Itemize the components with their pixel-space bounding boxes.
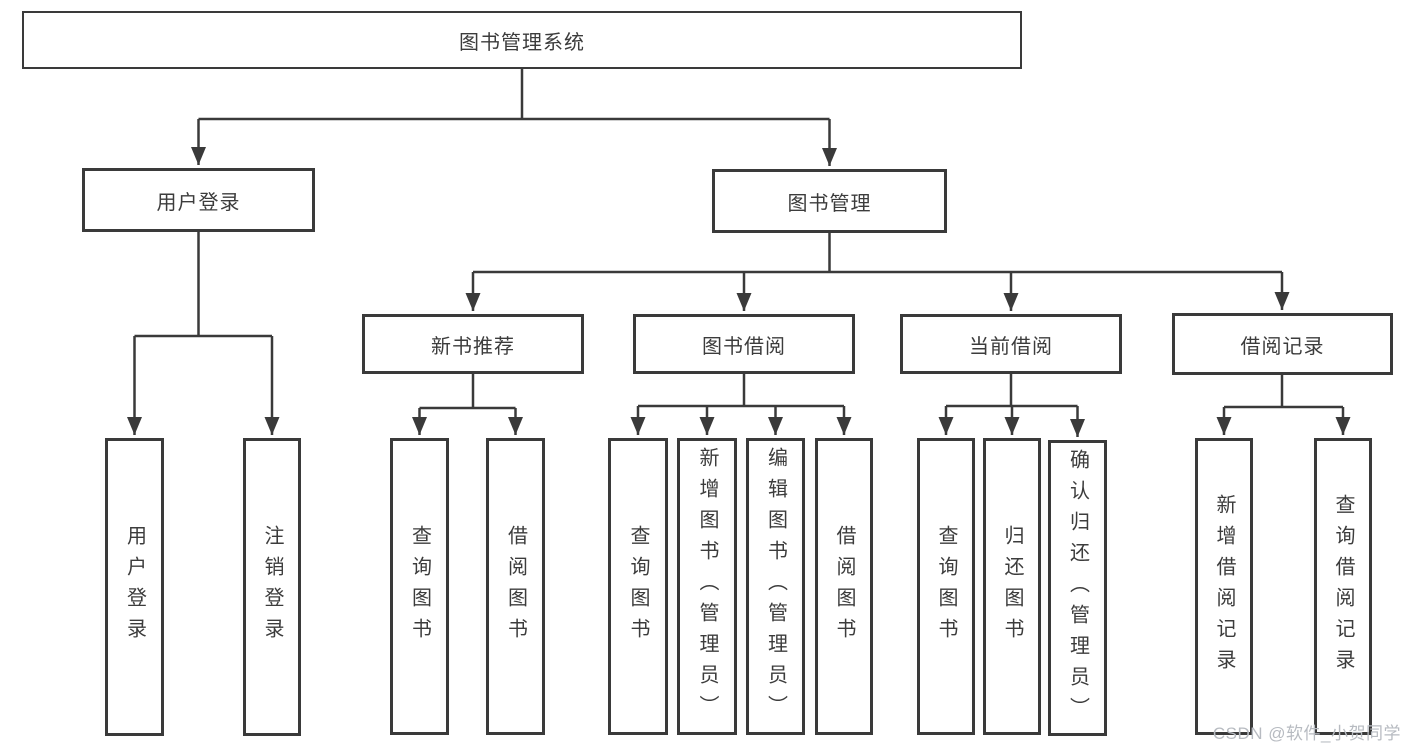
leaf-borrow-books-2: 借阅图书 [815, 438, 873, 735]
leaf-query-borrow-record: 查询借阅记录 [1314, 438, 1372, 735]
node-label: 新增借阅记录 [1213, 493, 1235, 680]
leaf-query-books-2: 查询图书 [608, 438, 668, 735]
node-label: 图书管理系统 [459, 31, 585, 54]
leaf-query-books-1: 查询图书 [390, 438, 449, 735]
node-label: 新增图书（管理员） [696, 447, 718, 726]
node-library-management-system: 图书管理系统 [22, 11, 1022, 69]
node-label: 查询图书 [627, 524, 649, 649]
node-label: 确认归还（管理员） [1066, 449, 1089, 728]
leaf-edit-books-admin: 编辑图书（管理员） [746, 438, 805, 735]
node-label: 新书推荐 [431, 335, 515, 358]
node-label: 归还图书 [1001, 524, 1023, 649]
node-label: 当前借阅 [969, 335, 1053, 358]
node-label: 借阅图书 [504, 524, 527, 649]
node-new-book-recommend: 新书推荐 [362, 314, 584, 374]
node-user-login: 用户登录 [82, 168, 315, 232]
node-book-management: 图书管理 [712, 169, 947, 233]
node-book-borrow: 图书借阅 [633, 314, 855, 374]
node-current-borrow: 当前借阅 [900, 314, 1122, 374]
leaf-add-borrow-record: 新增借阅记录 [1195, 438, 1253, 735]
node-label: 注销登录 [261, 525, 283, 649]
node-label: 查询图书 [408, 524, 431, 649]
csdn-watermark: CSDN @软件_小贺同学 [1212, 724, 1401, 743]
node-label: 编辑图书（管理员） [764, 447, 787, 726]
node-label: 图书管理 [787, 192, 872, 215]
node-label: 借阅图书 [833, 524, 855, 649]
leaf-borrow-books-1: 借阅图书 [486, 438, 545, 735]
node-label: 用户登录 [156, 191, 241, 214]
node-borrow-records: 借阅记录 [1172, 313, 1393, 375]
leaf-user-login: 用户登录 [105, 438, 164, 736]
leaf-query-books-3: 查询图书 [917, 438, 975, 735]
leaf-logout: 注销登录 [243, 438, 301, 736]
node-label: 用户登录 [123, 525, 146, 649]
node-label: 借阅记录 [1240, 335, 1325, 358]
node-label: 查询借阅记录 [1332, 493, 1354, 680]
leaf-return-books: 归还图书 [983, 438, 1041, 735]
leaf-add-books-admin: 新增图书（管理员） [677, 438, 737, 735]
node-label: 图书借阅 [702, 335, 786, 358]
node-label: 查询图书 [935, 524, 957, 649]
leaf-confirm-return-admin: 确认归还（管理员） [1048, 440, 1107, 736]
